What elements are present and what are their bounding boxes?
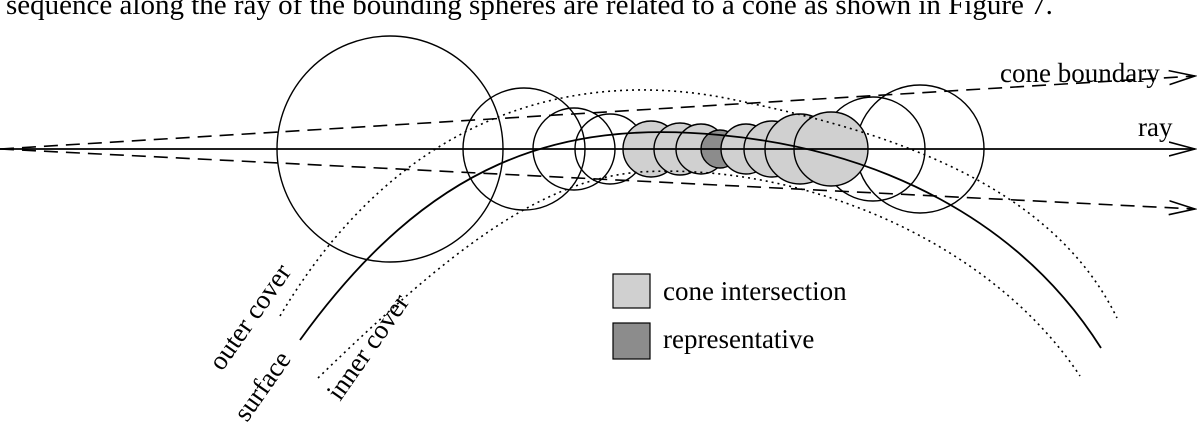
- legend: cone intersection representative: [612, 273, 847, 360]
- cone-boundary-lower: [0, 148, 1195, 209]
- legend-swatch-cone-intersection: [612, 273, 651, 309]
- outer-cover-curve: [279, 89, 1118, 319]
- inner-cover-label: inner cover: [320, 288, 415, 405]
- surface-curve: [299, 131, 1102, 349]
- legend-label-cone-intersection: cone intersection: [663, 276, 847, 306]
- cone-boundary-upper: [0, 76, 1195, 150]
- cone-boundary-label: cone boundary: [1000, 58, 1160, 88]
- legend-label-representative: representative: [663, 324, 814, 354]
- ray-label: ray: [1138, 112, 1173, 142]
- legend-swatch-representative: [612, 322, 651, 360]
- header-text: sequence along the ray of the bounding s…: [6, 0, 1053, 21]
